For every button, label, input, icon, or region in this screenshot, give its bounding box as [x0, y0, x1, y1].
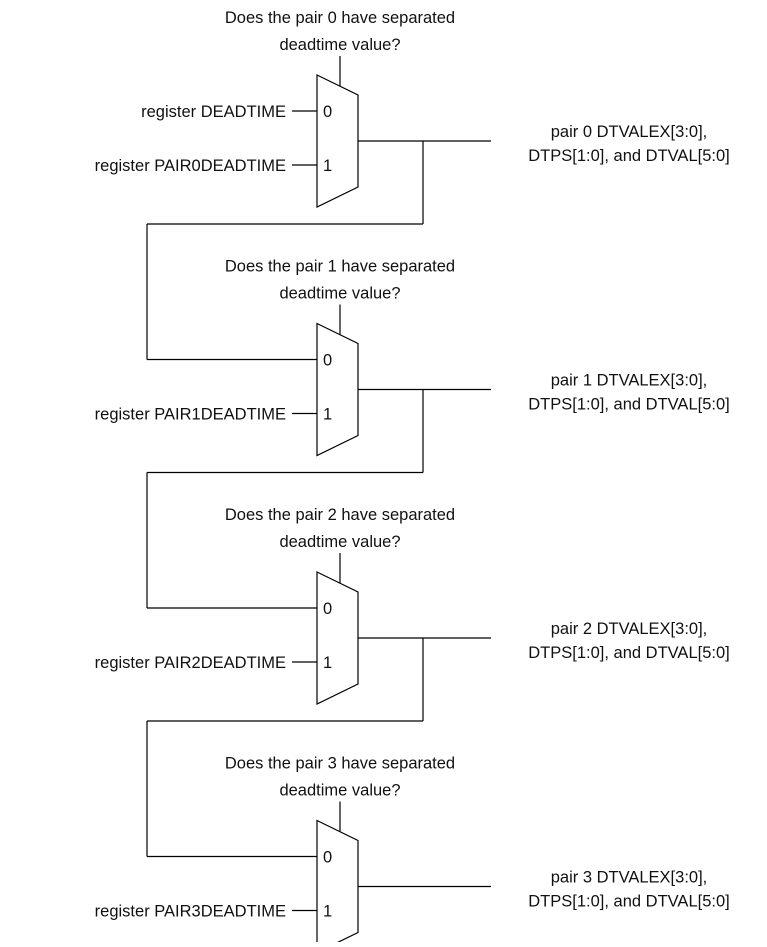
mux-select-question-line-2: deadtime value?	[279, 36, 400, 54]
mux-select-question-line-1: Does the pair 0 have separated	[225, 9, 455, 27]
output-label-line-1: pair 0 DTVALEX[3:0],	[551, 123, 708, 141]
input-1-register-label: register PAIR0DEADTIME	[95, 157, 286, 175]
multiplexer-0	[316, 74, 359, 208]
output-label-line-1: pair 2 DTVALEX[3:0],	[551, 620, 708, 638]
input-1-register-label: register PAIR3DEADTIME	[95, 903, 286, 921]
output-label-line-2: DTPS[1:0], and DTVAL[5:0]	[528, 644, 729, 662]
output-label-line-1: pair 3 DTVALEX[3:0],	[551, 869, 708, 887]
output-label-line-1: pair 1 DTVALEX[3:0],	[551, 372, 708, 390]
mux-select-question-line-1: Does the pair 2 have separated	[225, 506, 455, 524]
output-label-line-2: DTPS[1:0], and DTVAL[5:0]	[528, 893, 729, 911]
mux-input-0-label: 0	[323, 352, 332, 370]
mux-input-0-label: 0	[323, 600, 332, 618]
output-label-line-2: DTPS[1:0], and DTVAL[5:0]	[528, 396, 729, 414]
input-1-register-label: register PAIR1DEADTIME	[95, 406, 286, 424]
mux-select-question-line-2: deadtime value?	[279, 533, 400, 551]
multiplexer-2	[316, 571, 359, 705]
mux-input-1-label: 1	[323, 654, 332, 672]
mux-select-question-line-1: Does the pair 1 have separated	[225, 258, 455, 276]
mux-input-0-label: 0	[323, 103, 332, 121]
output-label-line-2: DTPS[1:0], and DTVAL[5:0]	[528, 147, 729, 165]
mux-select-question-line-2: deadtime value?	[279, 782, 400, 800]
mux-select-question-line-1: Does the pair 3 have separated	[225, 755, 455, 773]
mux-input-0-label: 0	[323, 849, 332, 867]
input-0-register-label: register DEADTIME	[141, 103, 286, 121]
mux-select-question-line-2: deadtime value?	[279, 285, 400, 303]
mux-input-1-label: 1	[323, 406, 332, 424]
multiplexer-1	[316, 322, 359, 457]
multiplexer-3	[316, 819, 359, 947]
mux-input-1-label: 1	[323, 903, 332, 921]
mux-input-1-label: 1	[323, 157, 332, 175]
input-1-register-label: register PAIR2DEADTIME	[95, 654, 286, 672]
